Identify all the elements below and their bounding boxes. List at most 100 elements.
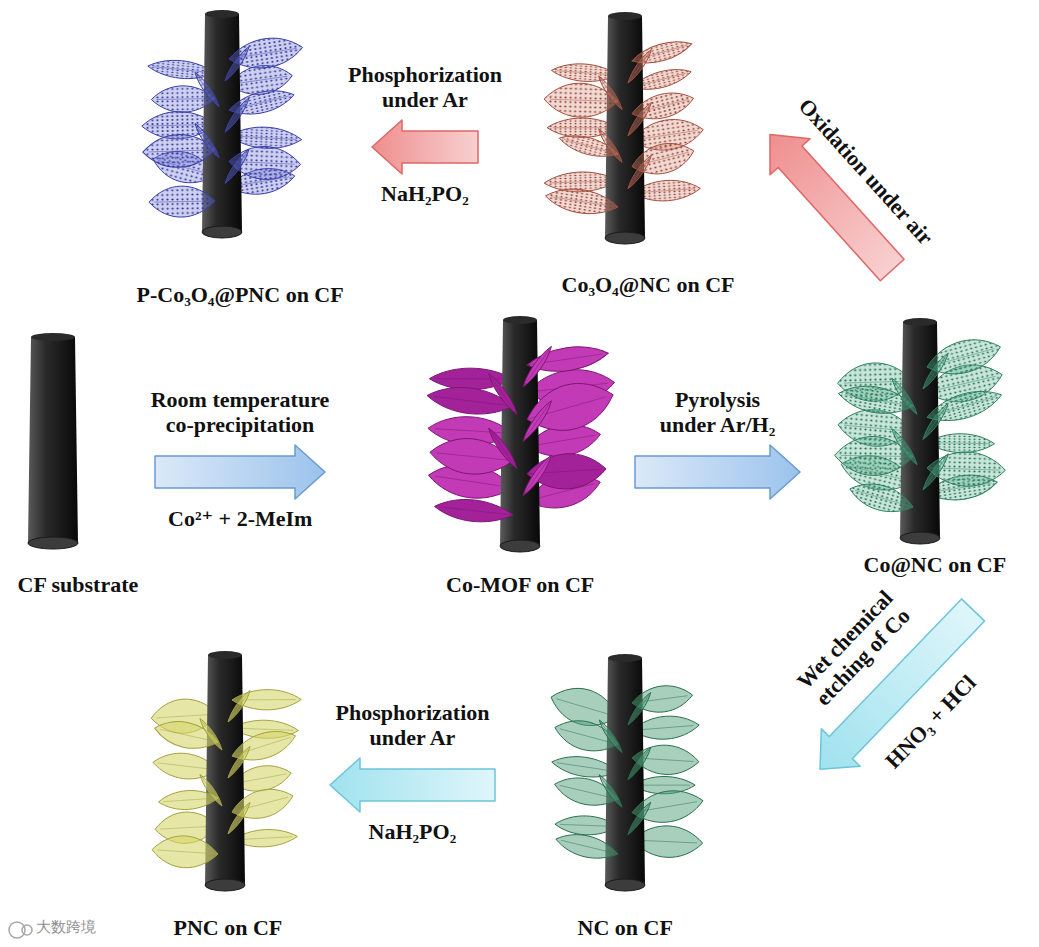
leaf-outline [192, 71, 221, 109]
leaf-rib [628, 805, 649, 835]
rod-end [500, 540, 540, 552]
leaf [544, 184, 620, 218]
stage-caption: CF substrate [18, 572, 139, 597]
leaf-rib [156, 98, 215, 100]
leaf-outline [151, 834, 219, 870]
leaf [521, 373, 619, 441]
rod-top [205, 10, 239, 18]
leaf-outline [222, 147, 251, 185]
rod-end [28, 537, 78, 549]
rod-top [608, 654, 642, 662]
leaf-outline [149, 186, 216, 218]
leaf-body [222, 147, 251, 185]
leaf-body [222, 96, 251, 134]
leaf-outline [625, 48, 653, 85]
leaf [889, 376, 920, 416]
leaf-dots [889, 376, 920, 416]
leaf-dots [920, 452, 951, 492]
leaf-rib [550, 99, 618, 101]
leaf-body [222, 45, 251, 83]
leaf-rib [232, 797, 288, 812]
leaf [846, 477, 916, 519]
leaf-rib [228, 805, 248, 834]
leaf [226, 801, 253, 836]
leaf-outline [553, 829, 620, 864]
leaf [198, 717, 225, 752]
leaf [520, 453, 555, 498]
rod-top [608, 12, 642, 20]
leaf-rib [894, 381, 917, 414]
leaf-rib [441, 507, 513, 515]
leaf [597, 773, 625, 809]
leaf [625, 101, 653, 138]
substrate-illustration [546, 654, 705, 891]
leaf [920, 401, 951, 441]
rod-end [605, 232, 645, 244]
leaf-body [198, 773, 225, 808]
leaf-rib [225, 101, 247, 133]
block-arrow [372, 120, 478, 174]
leaf-outline [920, 351, 951, 391]
leaf-outline [226, 745, 253, 780]
leaf-rib [601, 777, 622, 807]
leaf-rib [628, 105, 649, 136]
stage-figure: Co-MOF on CF [325, 310, 635, 605]
leaf-outline [544, 184, 620, 218]
leaf-outline [626, 800, 654, 836]
leaf-body [626, 691, 654, 727]
leaf-body [553, 829, 620, 864]
leaf-rib [491, 377, 517, 414]
leaf-body [226, 745, 253, 780]
leaf-body [486, 426, 521, 471]
leaf-body [625, 153, 653, 190]
leaf-outline [920, 401, 951, 441]
reagent-label: NaH₂PO₂ [369, 819, 457, 844]
step-label: Phosphorization under Ar [330, 62, 520, 113]
leaf-outline [198, 717, 225, 752]
leaf-rib [855, 490, 913, 507]
leaf-outline [625, 101, 653, 138]
rod-end [900, 532, 940, 544]
leaf-rib [923, 406, 946, 439]
logo-ring [22, 925, 32, 935]
stage-caption: Co-MOF on CF [446, 572, 594, 597]
leaf-rib [232, 737, 290, 756]
leaf-rib [923, 457, 946, 490]
leaf-body [625, 48, 653, 85]
leaf-dots [192, 71, 221, 109]
leaf-body [846, 477, 916, 519]
leaf-body [433, 496, 514, 526]
leaf-body [198, 717, 225, 752]
leaf-dots [192, 122, 221, 160]
leaf-rib [225, 152, 247, 184]
leaf [553, 829, 620, 864]
rod-top [31, 333, 75, 341]
leaf-body [521, 373, 619, 441]
leaf-body [626, 800, 654, 836]
leaf [433, 496, 514, 526]
leaf-rib [601, 132, 622, 163]
stage-caption: P-Co₃O₄@PNC on CF [137, 282, 344, 307]
leaf [920, 351, 951, 391]
leaf [625, 48, 653, 85]
leaf-dots [149, 186, 216, 218]
leaf [198, 773, 225, 808]
leaf-rib [894, 431, 917, 464]
leaf-dots [544, 184, 620, 218]
leaf-outline [226, 801, 253, 836]
leaf-dots [222, 147, 251, 185]
leaf-outline [846, 477, 916, 519]
leaf-dots [222, 96, 251, 134]
stage-figure: CF substrate [8, 325, 155, 605]
leaf-rib [197, 75, 219, 107]
leaf [222, 96, 251, 134]
leaf-rib [628, 750, 649, 780]
leaf-rib [157, 850, 218, 854]
leaf-rib [154, 201, 215, 202]
leaf [520, 344, 555, 389]
stage-figure: NC on CF [495, 645, 820, 942]
stage-caption: Co@NC on CF [864, 552, 1007, 577]
leaf-rib [435, 429, 513, 434]
leaf-outline [222, 96, 251, 134]
leaf-body [596, 74, 624, 111]
